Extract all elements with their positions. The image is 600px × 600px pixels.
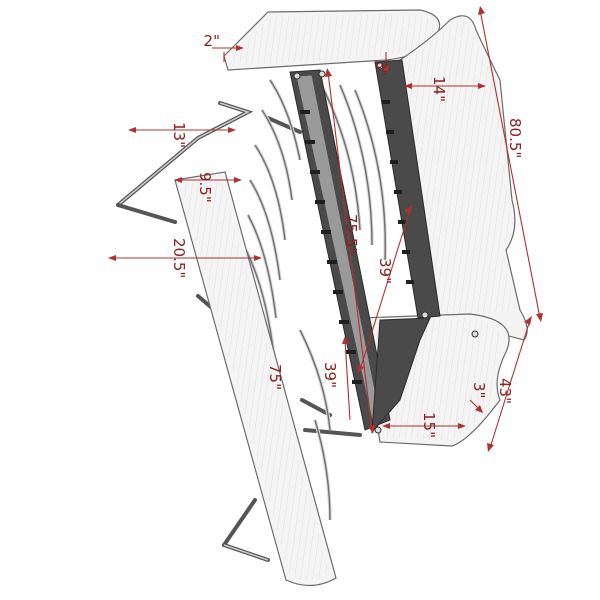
dimension-14in: 14" <box>404 76 486 102</box>
dimension-20-5in: 20.5" <box>108 238 262 278</box>
dimension-75in: 75" <box>266 364 284 390</box>
dimension-80-5in-label: 80.5" <box>506 118 524 158</box>
dimension-3in-bottom: 3" <box>469 382 488 413</box>
dimension-75-5in-label: 75.5" <box>342 214 360 254</box>
dimension-43in-label: 43" <box>496 378 514 404</box>
dimension-20-5in-label: 20.5" <box>170 238 188 278</box>
dimension-2in: 2" <box>204 32 244 62</box>
dimension-14in-label: 14" <box>430 76 448 102</box>
front-seat-board <box>174 171 337 587</box>
dimension-9-5in: 9.5" <box>174 172 242 203</box>
dimension-39in-back: 39" <box>357 205 412 374</box>
dimension-13in: 13" <box>128 122 236 148</box>
dimension-13in-label: 13" <box>170 122 188 148</box>
dimension-75-5in: 75.5" <box>325 68 375 434</box>
dimension-15in: 15" <box>382 412 466 438</box>
dimension-9-5in-label: 9.5" <box>196 172 214 203</box>
dimension-15in-label: 15" <box>420 412 438 438</box>
dimension-39in-seat: 39" <box>321 336 351 421</box>
dimension-39in-back-label: 39" <box>376 258 394 284</box>
dimension-2in-label: 2" <box>204 32 220 50</box>
dimension-3in-top-label: 3" <box>372 60 390 76</box>
dimension-3in-top: 3" <box>372 52 390 76</box>
left-leg-frame <box>116 101 362 562</box>
dimension-43in: 43" <box>487 316 532 452</box>
metal-back-frame <box>289 59 441 434</box>
dimension-80-5in: 80.5" <box>478 6 543 322</box>
dimension-3in-bottom-label: 3" <box>470 382 488 398</box>
dimension-75in-label: 75" <box>266 364 284 390</box>
dimension-39in-seat-label: 39" <box>321 362 339 388</box>
